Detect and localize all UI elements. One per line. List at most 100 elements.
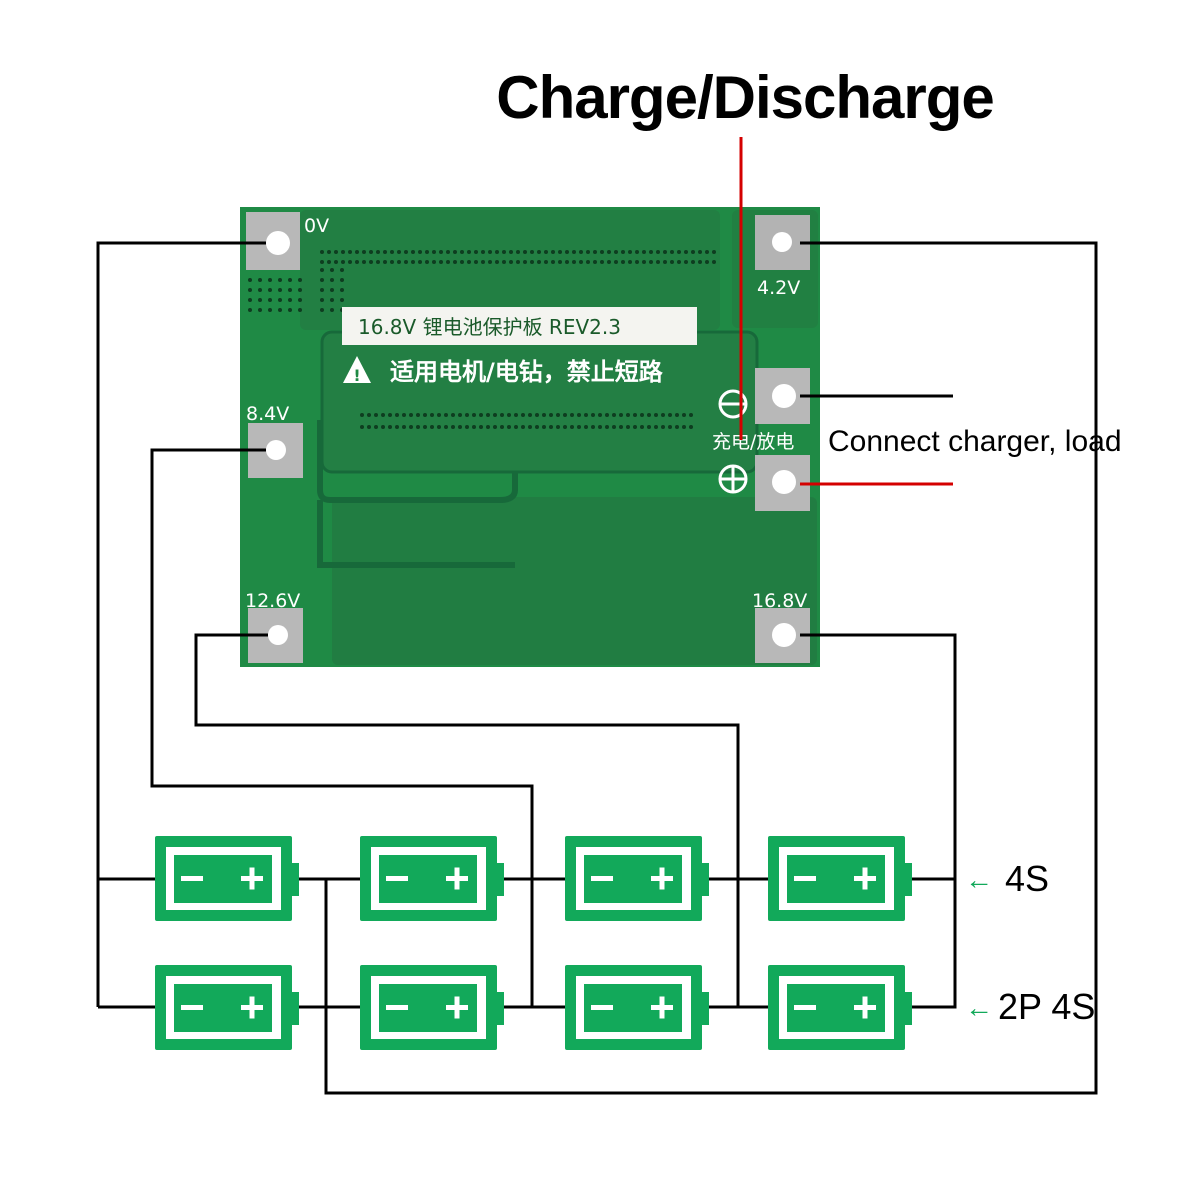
via-hole bbox=[635, 260, 639, 264]
via-hole bbox=[514, 413, 518, 417]
warning-icon: ! bbox=[343, 356, 371, 385]
via-hole bbox=[530, 250, 534, 254]
via-hole bbox=[362, 260, 366, 264]
via-hole bbox=[654, 413, 658, 417]
via-hole bbox=[565, 260, 569, 264]
via-hole bbox=[472, 425, 476, 429]
via-hole bbox=[684, 260, 688, 264]
via-hole bbox=[411, 260, 415, 264]
via-hole bbox=[383, 250, 387, 254]
via-hole bbox=[640, 425, 644, 429]
via-hole bbox=[360, 413, 364, 417]
arrow-2p4s-icon: ← bbox=[965, 992, 993, 1023]
via-hole bbox=[598, 425, 602, 429]
via-hole bbox=[579, 260, 583, 264]
via-hole bbox=[605, 413, 609, 417]
via-hole bbox=[340, 278, 344, 282]
via-hole bbox=[268, 278, 272, 282]
via-hole bbox=[577, 413, 581, 417]
via-hole bbox=[612, 425, 616, 429]
via-hole bbox=[558, 250, 562, 254]
via-hole bbox=[320, 260, 324, 264]
via-hole bbox=[348, 250, 352, 254]
via-hole bbox=[340, 268, 344, 272]
via-hole bbox=[330, 308, 334, 312]
via-hole bbox=[647, 413, 651, 417]
via-hole bbox=[258, 298, 262, 302]
via-hole bbox=[656, 250, 660, 254]
via-hole bbox=[360, 425, 364, 429]
via-hole bbox=[367, 425, 371, 429]
via-hole bbox=[460, 260, 464, 264]
via-hole bbox=[670, 260, 674, 264]
via-hole bbox=[288, 278, 292, 282]
via-hole bbox=[327, 250, 331, 254]
battery-cell bbox=[565, 965, 709, 1050]
via-hole bbox=[682, 413, 686, 417]
via-hole bbox=[570, 413, 574, 417]
via-hole bbox=[432, 260, 436, 264]
via-hole bbox=[288, 298, 292, 302]
via-hole bbox=[712, 250, 716, 254]
via-hole bbox=[402, 425, 406, 429]
via-hole bbox=[390, 260, 394, 264]
via-hole bbox=[507, 425, 511, 429]
via-hole bbox=[577, 425, 581, 429]
via-hole bbox=[516, 250, 520, 254]
battery-cell bbox=[155, 836, 299, 921]
label-2p4s: 2P 4S bbox=[998, 986, 1095, 1027]
battery-cell bbox=[768, 836, 912, 921]
via-hole bbox=[682, 425, 686, 429]
via-hole bbox=[598, 413, 602, 417]
wire-cell3-cell4 bbox=[705, 877, 770, 1009]
via-hole bbox=[537, 250, 541, 254]
minus-icon bbox=[181, 1005, 203, 1010]
via-hole bbox=[465, 413, 469, 417]
via-hole bbox=[572, 250, 576, 254]
via-hole bbox=[453, 260, 457, 264]
via-hole bbox=[514, 425, 518, 429]
via-hole bbox=[619, 425, 623, 429]
via-hole bbox=[551, 260, 555, 264]
wire-cell2-cell3 bbox=[500, 877, 565, 1009]
via-hole bbox=[395, 425, 399, 429]
via-hole bbox=[521, 425, 525, 429]
pad-0v[interactable] bbox=[246, 212, 300, 270]
via-hole bbox=[654, 425, 658, 429]
via-hole bbox=[397, 250, 401, 254]
via-hole bbox=[556, 425, 560, 429]
via-hole bbox=[330, 268, 334, 272]
via-hole bbox=[330, 278, 334, 282]
via-hole bbox=[488, 250, 492, 254]
via-hole bbox=[488, 260, 492, 264]
via-hole bbox=[320, 308, 324, 312]
via-hole bbox=[278, 288, 282, 292]
via-hole bbox=[388, 425, 392, 429]
via-hole bbox=[416, 425, 420, 429]
via-hole bbox=[705, 260, 709, 264]
via-hole bbox=[570, 425, 574, 429]
via-hole bbox=[677, 260, 681, 264]
via-hole bbox=[258, 278, 262, 282]
via-hole bbox=[248, 288, 252, 292]
wiring bbox=[96, 241, 1098, 1095]
via-hole bbox=[614, 260, 618, 264]
via-hole bbox=[446, 260, 450, 264]
minus-icon bbox=[794, 876, 816, 881]
via-hole bbox=[423, 413, 427, 417]
via-hole bbox=[591, 425, 595, 429]
wire-12v6 bbox=[194, 633, 740, 1007]
pcb-board: 16.8V 锂电池保护板 REV2.3 ! 适用电机/电钻，禁止短路 0V 4.… bbox=[240, 207, 820, 667]
via-hole bbox=[689, 413, 693, 417]
via-hole bbox=[600, 260, 604, 264]
via-hole bbox=[486, 425, 490, 429]
via-hole bbox=[381, 413, 385, 417]
via-hole bbox=[432, 250, 436, 254]
via-hole bbox=[430, 413, 434, 417]
via-hole bbox=[544, 260, 548, 264]
via-hole bbox=[523, 260, 527, 264]
via-hole bbox=[367, 413, 371, 417]
via-hole bbox=[458, 425, 462, 429]
via-hole bbox=[502, 250, 506, 254]
via-hole bbox=[691, 260, 695, 264]
